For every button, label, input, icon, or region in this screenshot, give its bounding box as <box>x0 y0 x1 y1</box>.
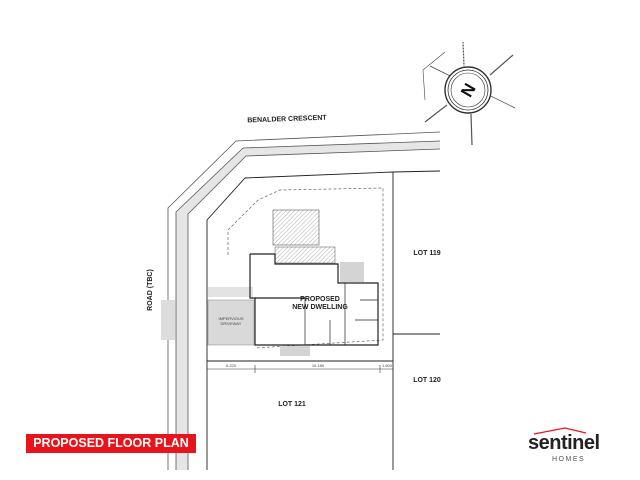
roof-icon <box>533 427 587 435</box>
driveway <box>207 299 255 346</box>
street-west: ROAD (TBC) <box>147 269 154 311</box>
lot-119: LOT 119 <box>413 250 440 257</box>
north-compass-icon: N <box>422 41 516 146</box>
hatched-area <box>272 209 320 246</box>
plan-title-badge: PROPOSED FLOOR PLAN <box>26 434 196 453</box>
sentinel-homes-logo: sentinel HOMES <box>520 420 620 470</box>
driveway-label: IMPERVIOUS <box>218 316 243 321</box>
lot-boundary <box>206 170 441 470</box>
lot-121: LOT 121 <box>278 401 306 408</box>
dwelling-label: PROPOSED <box>300 296 340 303</box>
lot-120: LOT 120 <box>413 377 441 384</box>
dwelling-label-2: NEW DWELLING <box>292 304 348 311</box>
setback-line <box>227 187 384 349</box>
proposed-dwelling <box>249 253 379 346</box>
dim-left: 6.220 <box>226 363 237 368</box>
street-north: BENALDER CRESCENT <box>247 115 327 125</box>
dimension-line <box>207 365 393 373</box>
dim-middle: 16.180 <box>312 363 325 368</box>
dim-right: 1.600 <box>382 363 393 368</box>
brand-name: sentinel <box>528 432 600 454</box>
brand-sub: HOMES <box>552 456 586 463</box>
footpath-patch <box>161 300 175 340</box>
driveway-label-2: DRIVEWAY <box>221 321 242 326</box>
